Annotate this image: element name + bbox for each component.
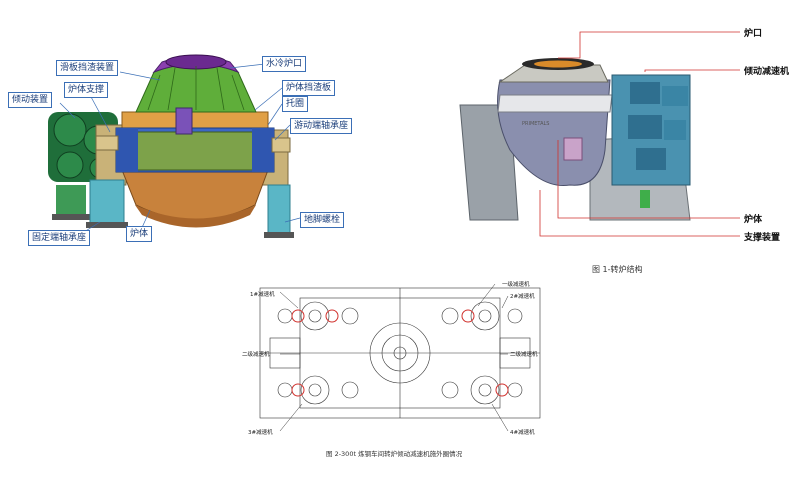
label-floating-bearing: 游动端轴承座 <box>290 118 353 134</box>
label-reducer-1: 1#减速机 <box>250 292 275 298</box>
label-support-device: 支撑装置 <box>744 233 781 243</box>
label-slide-plate: 滑板挡渣装置 <box>56 60 119 76</box>
fixed-bearing-graphic <box>86 124 128 228</box>
converter-structure-figure: 滑板挡渣装置 水冷炉口 倾动装置 炉体支撑 炉体挡渣板 托圈 游动端轴承座 固定… <box>0 0 380 260</box>
label-secondary-right: 二级减速机 <box>510 352 538 358</box>
label-support-ring: 托圈 <box>282 96 309 112</box>
tilting-reducer-graphic <box>611 74 691 208</box>
label-furnace-body: 炉体 <box>126 226 153 242</box>
label-furnace-slag-plate: 炉体挡渣板 <box>282 80 336 96</box>
label-reducer-2: 2#减速机 <box>510 294 535 300</box>
reducer-layout-figure: 1#减速机 一级减速机 2#减速机 二级减速机 二级减速机 3#减速机 4#减速… <box>240 278 560 468</box>
label-furnace-support: 炉体支撑 <box>64 82 109 98</box>
converter-render-drawing: PRIMETALS <box>459 31 740 237</box>
label-primary-reducer: 一级减速机 <box>502 282 530 288</box>
label-anchor-bolt: 地脚螺栓 <box>300 212 345 228</box>
converter-render-figure: PRIMETALS 炉口 倾动减速机 炉体 支撑装置 图 1-转炉结构 <box>440 20 800 285</box>
converter-model-drawing <box>48 54 301 238</box>
label-tilting-reducer: 倾动减速机 <box>744 67 790 77</box>
reducer-layout-drawing <box>259 283 541 432</box>
label-fixed-bearing: 固定端轴承座 <box>28 230 91 246</box>
label-water-cooled-mouth: 水冷炉口 <box>262 56 307 72</box>
label-mouth: 炉口 <box>744 29 763 39</box>
brand-text: PRIMETALS <box>522 121 549 127</box>
caption-figure-2: 图 2-300t 炼钢车间转炉倾动减速机施外圈情况 <box>326 450 463 458</box>
label-secondary-left: 二级减速机 <box>242 352 270 358</box>
label-reducer-4: 4#减速机 <box>510 430 535 436</box>
caption-figure-1: 图 1-转炉结构 <box>592 265 643 274</box>
label-reducer-3: 3#减速机 <box>248 430 273 436</box>
label-tilting-device: 倾动装置 <box>8 92 53 108</box>
label-body: 炉体 <box>744 215 763 225</box>
